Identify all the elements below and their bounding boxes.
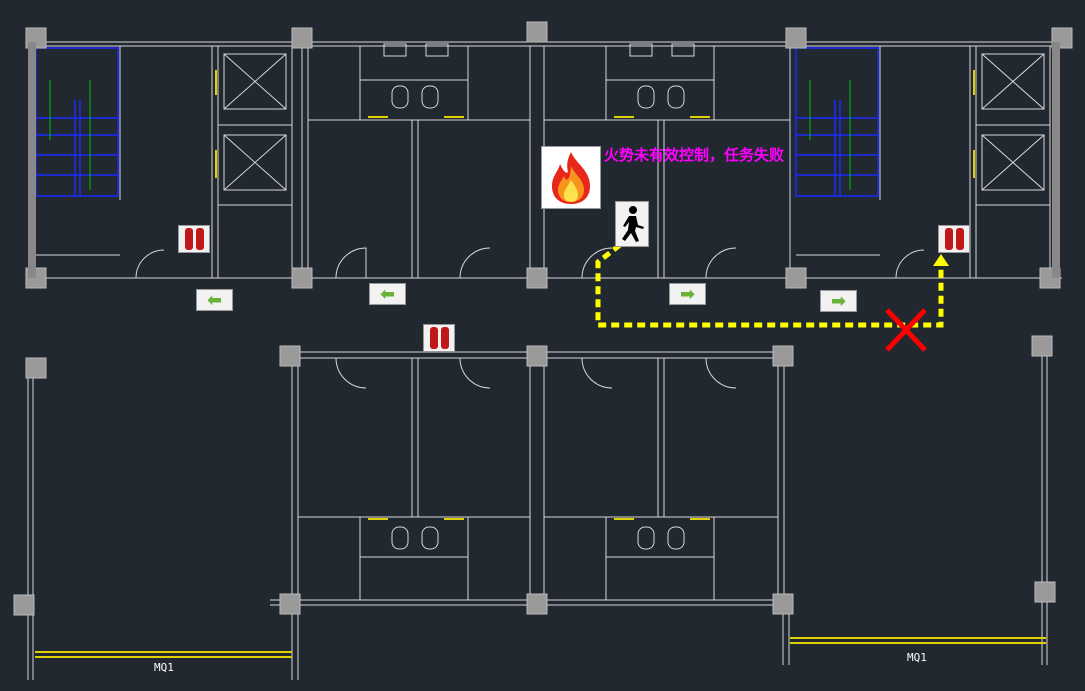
fire-extinguisher-icon <box>423 324 455 352</box>
arrow-right-icon: ➡ <box>820 290 857 312</box>
status-message: 火势未有效控制，任务失败 <box>604 146 785 164</box>
stairs <box>35 47 879 197</box>
arrow-left-icon: ⬅ <box>369 283 406 305</box>
arrow-right-icon: ➡ <box>669 283 706 305</box>
fire-icon <box>541 146 601 209</box>
stair-direction <box>49 80 851 190</box>
wall-label: MQ1 <box>154 661 174 674</box>
arrow-left-icon: ⬅ <box>196 289 233 311</box>
window-marks <box>35 70 1046 658</box>
wall-label: MQ1 <box>907 651 927 664</box>
columns <box>13 21 1073 616</box>
red-x-icon <box>885 308 927 352</box>
running-person-icon <box>615 201 649 247</box>
escape-arrow-head-icon <box>933 254 949 266</box>
escape-path <box>595 243 944 328</box>
outer-wall <box>28 42 36 278</box>
outer-wall <box>1052 42 1060 278</box>
fire-extinguisher-icon <box>938 225 970 253</box>
walls <box>27 41 1062 680</box>
fire-extinguisher-icon <box>178 225 210 253</box>
